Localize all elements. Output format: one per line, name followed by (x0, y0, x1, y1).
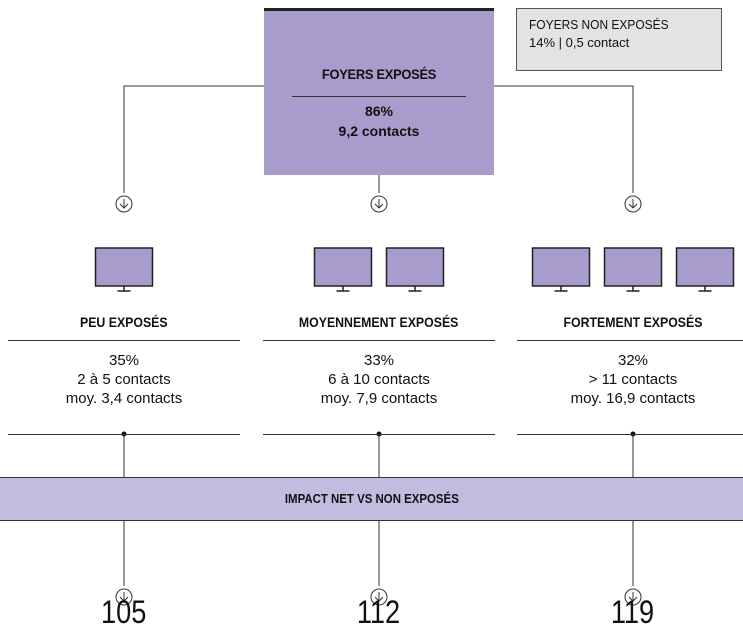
group-percent: 32% (617, 352, 649, 369)
connector-right (494, 85, 634, 193)
group-divider (8, 340, 240, 341)
tv-screen-icon (531, 247, 591, 292)
exposed-households-box: FOYERS EXPOSÉS 86% 9,2 contacts (264, 8, 494, 175)
group-title-medium: MOYENNEMENT EXPOSÉS (299, 314, 459, 330)
title-divider (292, 96, 466, 97)
exposed-percent: 86% (364, 103, 394, 119)
impact-value-medium: 112 (357, 594, 401, 630)
group-stats-medium: 33% 6 à 10 contacts moy. 7,9 contacts (259, 351, 499, 408)
circle-arrow-down-icon (370, 588, 388, 606)
circle-arrow-down-icon (115, 195, 133, 213)
group-divider (8, 434, 240, 435)
group-divider (517, 434, 743, 435)
connector-left (123, 85, 264, 193)
circle-arrow-down-icon (624, 588, 642, 606)
group-divider (263, 434, 495, 435)
impact-value-high: 119 (611, 594, 655, 630)
group-divider (263, 340, 495, 341)
circle-arrow-down-icon (624, 195, 642, 213)
group-range: 2 à 5 contacts (77, 371, 171, 388)
tv-screen-icon (385, 247, 445, 292)
non-exposed-box: FOYERS NON EXPOSÉS 14% | 0,5 contact (516, 8, 722, 71)
group-title-high: FORTEMENT EXPOSÉS (563, 314, 703, 330)
impact-value-low: 105 (101, 594, 147, 630)
group-range: 6 à 10 contacts (328, 371, 430, 388)
tv-screen-icon (603, 247, 663, 292)
group-average: moy. 3,4 contacts (65, 390, 183, 407)
group-divider (517, 340, 743, 341)
exposed-contacts: 9,2 contacts (338, 123, 420, 139)
tv-screen-icon (675, 247, 735, 292)
group-stats-low: 35% 2 à 5 contacts moy. 3,4 contacts (4, 351, 244, 408)
group-percent: 33% (363, 352, 395, 369)
group-average: moy. 7,9 contacts (320, 390, 438, 407)
circle-arrow-down-icon (370, 195, 388, 213)
group-title-low: PEU EXPOSÉS (80, 314, 168, 330)
impact-bar: IMPACT NET VS NON EXPOSÉS (0, 477, 743, 521)
exposed-title: FOYERS EXPOSÉS (321, 66, 437, 82)
tv-screen-icon (313, 247, 373, 292)
group-stats-high: 32% > 11 contacts moy. 16,9 contacts (513, 351, 743, 408)
tv-screen-icon (94, 247, 154, 292)
non-exposed-detail: 14% | 0,5 contact (529, 35, 630, 50)
group-average: moy. 16,9 contacts (570, 390, 696, 407)
non-exposed-title: FOYERS NON EXPOSÉS (529, 17, 669, 32)
group-percent: 35% (108, 352, 140, 369)
circle-arrow-down-icon (115, 588, 133, 606)
group-range: > 11 contacts (588, 371, 678, 388)
